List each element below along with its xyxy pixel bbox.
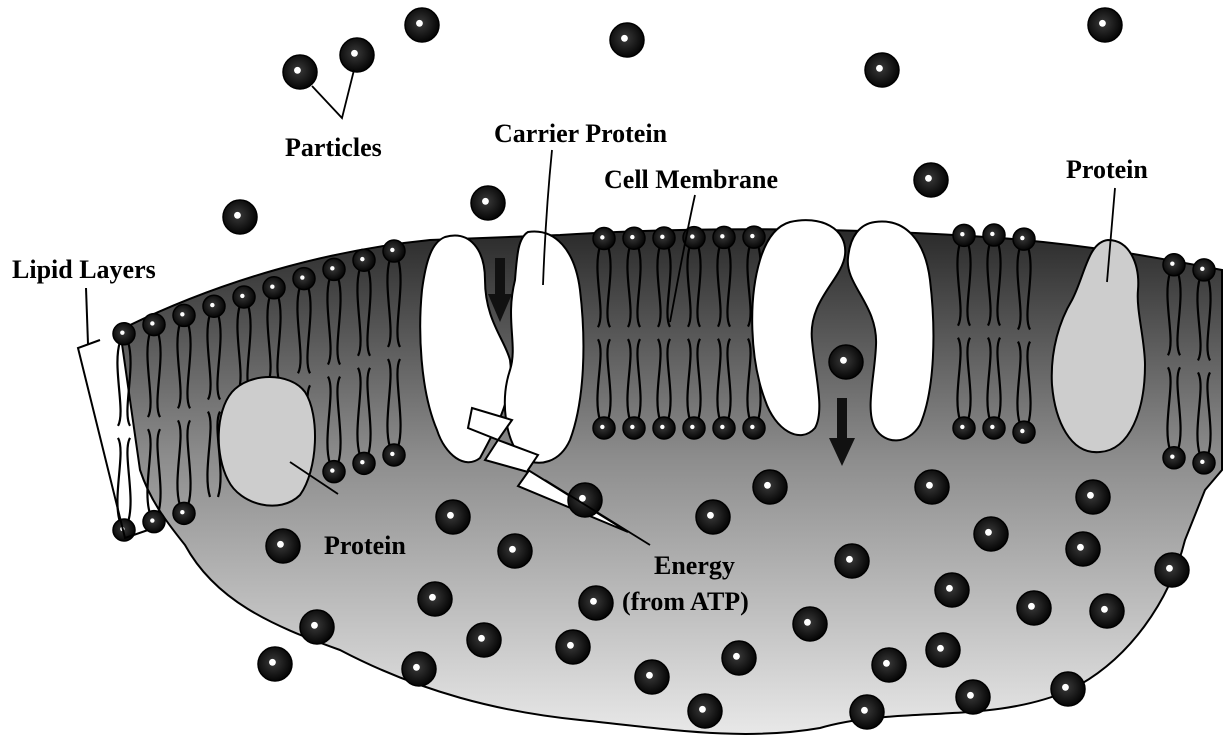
particles-label: Particles xyxy=(285,133,382,162)
lipid-head-inner xyxy=(743,417,765,439)
particle-icon xyxy=(579,586,613,620)
lipid-layers-bracket-tick xyxy=(86,288,88,344)
lipid-head-inner xyxy=(1193,452,1215,474)
lipid-head-inner xyxy=(353,452,375,474)
cell-membrane-label: Cell Membrane xyxy=(604,165,778,194)
lipid-head-outer xyxy=(743,226,765,248)
particle-icon xyxy=(872,648,906,682)
lipid-head-outer xyxy=(383,240,405,262)
lipid-head-inner xyxy=(683,417,705,439)
particle-icon xyxy=(418,582,452,616)
particle-icon xyxy=(835,544,869,578)
particle-icon xyxy=(467,623,501,657)
particle-icon xyxy=(1017,591,1051,625)
lipid-tail xyxy=(117,342,120,426)
lipid-head-outer xyxy=(323,258,345,280)
lipid-head-outer xyxy=(1013,228,1035,250)
protein-right-label: Protein xyxy=(1066,155,1148,184)
particle-icon xyxy=(258,647,292,681)
lipid-head-inner xyxy=(1013,421,1035,443)
lipid-head-outer xyxy=(593,227,615,249)
lipid-head-inner xyxy=(713,417,735,439)
particle-icon xyxy=(793,607,827,641)
lipid-head-inner xyxy=(623,417,645,439)
lipid-head-inner xyxy=(173,502,195,524)
particle-icon xyxy=(266,529,300,563)
particle-icon xyxy=(1076,480,1110,514)
energy-label: Energy xyxy=(654,551,735,580)
lipid-head-outer xyxy=(233,286,255,308)
lipid-head-outer xyxy=(113,323,135,345)
particle-icon xyxy=(471,186,505,220)
lipid-head-outer xyxy=(293,268,315,290)
particle-icon xyxy=(688,694,722,728)
lipid-head-outer xyxy=(143,314,165,336)
particle-icon xyxy=(1155,553,1189,587)
particle-icon xyxy=(926,633,960,667)
lipid-head-outer xyxy=(953,224,975,246)
particle-icon xyxy=(829,345,863,379)
particle-icon xyxy=(223,200,257,234)
carrier-protein-label: Carrier Protein xyxy=(494,119,668,148)
particle-icon xyxy=(753,470,787,504)
particle-icon xyxy=(722,641,756,675)
lipid-head-outer xyxy=(203,295,225,317)
lipid-head-outer xyxy=(653,227,675,249)
lipid-head-outer xyxy=(263,277,285,299)
particle-icon xyxy=(865,53,899,87)
particle-icon xyxy=(300,610,334,644)
lipid-head-inner xyxy=(593,417,615,439)
particle-icon xyxy=(1088,8,1122,42)
particle-icon xyxy=(974,517,1008,551)
particles-leader xyxy=(312,70,354,118)
particle-icon xyxy=(283,55,317,89)
protein-left-label: Protein xyxy=(324,531,406,560)
particle-icon xyxy=(556,630,590,664)
lipid-head-inner xyxy=(953,417,975,439)
particle-icon xyxy=(498,534,532,568)
lipid-head-outer xyxy=(713,226,735,248)
lipid-head-outer xyxy=(1163,254,1185,276)
lipid-head-inner xyxy=(1163,447,1185,469)
lipid-head-outer xyxy=(983,224,1005,246)
particle-icon xyxy=(405,8,439,42)
particle-icon xyxy=(935,573,969,607)
particle-icon xyxy=(850,695,884,729)
lipid-tail xyxy=(127,438,130,522)
particle-icon xyxy=(635,660,669,694)
particle-icon xyxy=(402,652,436,686)
lipid-head-inner xyxy=(653,417,675,439)
particle-icon xyxy=(1090,594,1124,628)
particle-icon xyxy=(914,163,948,197)
lipid-head-inner xyxy=(983,417,1005,439)
particle-icon xyxy=(915,470,949,504)
lipid-head-outer xyxy=(173,304,195,326)
protein-left xyxy=(219,377,315,506)
particle-icon xyxy=(1066,532,1100,566)
particle-icon xyxy=(1051,672,1085,706)
lipid-head-inner xyxy=(143,511,165,533)
particle-icon xyxy=(436,500,470,534)
lipid-head-inner xyxy=(323,461,345,483)
lipid-head-inner xyxy=(383,444,405,466)
lipid-layers-label: Lipid Layers xyxy=(12,255,156,284)
lipid-head-outer xyxy=(353,249,375,271)
particle-icon xyxy=(340,38,374,72)
lipid-head-outer xyxy=(1193,259,1215,281)
lipid-head-outer xyxy=(623,227,645,249)
energy-source-label: (from ATP) xyxy=(622,587,749,616)
particle-icon xyxy=(610,23,644,57)
particle-icon xyxy=(696,500,730,534)
particle-icon xyxy=(956,680,990,714)
